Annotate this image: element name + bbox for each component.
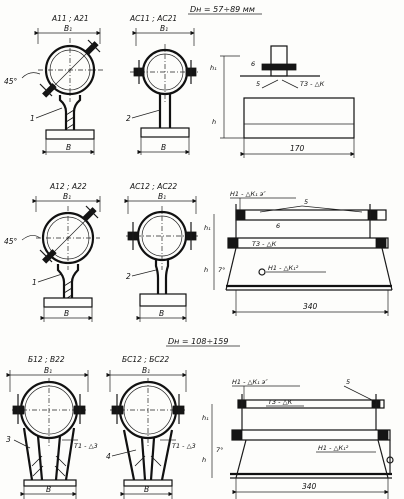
row2-left-support: А12 ; А22 B₁ 45° 1 B (4, 182, 101, 322)
row1-left-support: А11 ; А21 B₁ 45° 1 B (4, 14, 104, 155)
row2-left-title: А12 ; А22 (49, 182, 87, 191)
row3-mid-b1: B₁ (142, 366, 150, 375)
row3-left-weld: Т1 - △3 (74, 442, 98, 450)
row2-left-pos1: 1 (32, 278, 37, 287)
row3-mid-b: B (144, 485, 149, 494)
row3-side-pos6: 6 (372, 398, 376, 406)
row1-side-pos6: 6 (251, 60, 255, 68)
row1-mid-b1: B₁ (160, 24, 168, 33)
row3-left-title: Б12 ; В22 (28, 355, 65, 364)
row3-side-h: h (202, 456, 206, 464)
row1-side-width: 170 (290, 144, 305, 153)
row1-side-h: h (212, 118, 216, 126)
row3-left-b1: B₁ (44, 366, 52, 375)
row2-side-pos5: 5 (304, 198, 308, 206)
diameter-range-bottom: Dн = 108÷159 (168, 337, 228, 346)
row2-side-h: h (204, 266, 208, 274)
row3-side-width: 340 (302, 482, 317, 491)
row3-side-view: Н1 - △К₁ э″ 5 6 Т3 - △К 7° Н1 - △К₁² h₁ … (202, 378, 394, 499)
row3-left-support: Б12 ; В22 B₁ 3 Т1 - △3 B (6, 355, 98, 499)
row1-left-pos1: 1 (30, 114, 35, 123)
row1-mid-title: АС11 ; АС21 (129, 14, 177, 23)
row2-mid-b1: B₁ (158, 192, 166, 201)
row2-side-seven: 7° (218, 266, 225, 274)
row2-side-weld-top: Н1 - △К₁ э″ (230, 190, 266, 198)
row3-mid-title: БС12 ; БС22 (122, 355, 169, 364)
diameter-range-top: Dн = 57÷89 мм (190, 5, 255, 14)
row3-left-pos3: 3 (6, 435, 11, 444)
row3-side-seven: 7° (216, 446, 223, 454)
row1-side-h1: h₁ (210, 64, 217, 72)
row2-left-b: B (64, 309, 69, 318)
row1-mid-b: B (161, 143, 166, 152)
row1-left-title: А11 ; А21 (51, 14, 89, 23)
row1-left-b: B (66, 143, 71, 152)
row2-side-width: 340 (303, 302, 318, 311)
row2-left-angle: 45° (4, 237, 18, 246)
row2-left-b1: B₁ (63, 192, 71, 201)
row2-mid-pos2: 2 (126, 272, 131, 281)
row3-side-weld-mid: Т3 - △К (268, 398, 293, 406)
row2-side-pos6: 6 (276, 222, 280, 230)
row3-mid-support: БС12 ; БС22 B₁ 4 Т1 - △3 B (106, 355, 196, 499)
row3-side-pos5: 5 (346, 378, 350, 386)
row1-side-pos5: 5 (256, 80, 260, 88)
row1-side-weld: Т3 - △К (300, 80, 325, 88)
row1-mid-support: АС11 ; АС21 B₁ 2 B (126, 14, 200, 155)
row3-side-h1: h₁ (202, 414, 209, 422)
row3-side-weld-top: Н1 - △К₁ э″ (232, 378, 268, 386)
row3-mid-weld: Т1 - △3 (172, 442, 196, 450)
row1-left-b1: B₁ (64, 24, 72, 33)
row2-mid-title: АС12 ; АС22 (129, 182, 177, 191)
row3-mid-pos4: 4 (106, 452, 111, 461)
row1-left-angle: 45° (4, 77, 18, 86)
row1-side-view: 6 5 Т3 - △К h₁ h 170 (210, 45, 355, 158)
row2-side-h1: h₁ (204, 224, 211, 232)
row3-side-weld-bot: Н1 - △К₁² (318, 444, 349, 452)
row1-mid-pos2: 2 (126, 114, 131, 123)
row2-side-weld-bot: Н1 - △К₁² (268, 264, 299, 272)
row2-side-view: Н1 - △К₁ э″ 5 6 Т3 - △К 7° Н1 - △К₁² h₁ … (204, 190, 393, 316)
row2-side-weld-mid: Т3 - △К (252, 240, 277, 248)
row3-left-b: B (46, 485, 51, 494)
row2-mid-b: B (159, 309, 164, 318)
row2-mid-support: АС12 ; АС22 B₁ 2 B (124, 182, 198, 322)
